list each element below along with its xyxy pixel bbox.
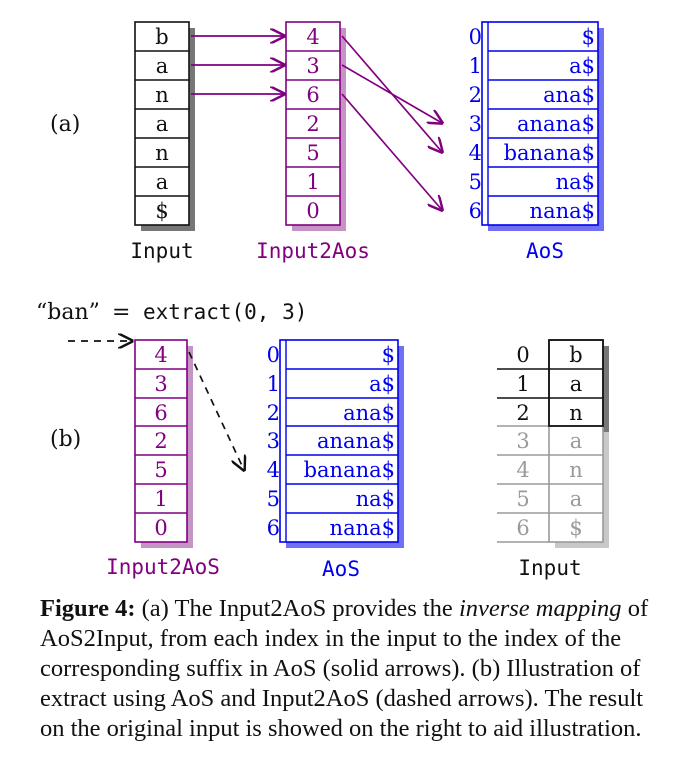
aos-b-index: 5 — [267, 487, 280, 511]
aos-a-caption: AoS — [526, 239, 564, 263]
caption-text-2: of AoS2Input, from each index in the inp… — [40, 595, 649, 742]
arrow-input2aos-to-aos — [341, 64, 442, 123]
aos-b-suffix: a$ — [369, 372, 395, 396]
input-b-index: 4 — [516, 458, 529, 482]
input-table-b-highlight-box — [548, 339, 604, 427]
input2aos-b-cell: 5 — [154, 458, 167, 482]
input-table-a: b a n a n a $ Input — [130, 21, 195, 263]
aos-a-suffix: nana$ — [530, 199, 595, 223]
input-table-b-frame — [548, 339, 604, 543]
input-a-cell: $ — [155, 199, 168, 223]
aos-b-index: 3 — [267, 429, 280, 453]
input-b-cell: n — [569, 458, 583, 482]
input-b-cell: a — [570, 487, 583, 511]
input2aos-b-cell: 3 — [154, 372, 167, 396]
part-a-label: (a) — [50, 112, 80, 137]
input2aos-a-caption: Input2Aos — [256, 239, 370, 263]
aos-b-suffix: anana$ — [317, 429, 395, 453]
aos-b-caption: AoS — [322, 557, 360, 581]
input-a-cell: n — [155, 83, 169, 107]
aos-table-b: 0 1 2 3 4 5 6 $ a$ ana$ anana$ banana$ n… — [267, 339, 404, 581]
aos-b-index: 4 — [267, 458, 280, 482]
aos-b-suffix: nana$ — [330, 516, 395, 540]
aos-table-a: 0 1 2 3 4 5 6 $ a$ ana$ anana$ banana$ n… — [469, 21, 604, 263]
query-string: “ban” — [36, 300, 100, 325]
aos-a-suffix: anana$ — [517, 112, 595, 136]
query-call: extract(0, 3) — [143, 300, 307, 324]
aos-a-index: 5 — [469, 170, 482, 194]
input2aos-a-cell: 2 — [306, 112, 319, 136]
input-b-index: 5 — [516, 487, 529, 511]
aos-a-suffix: a$ — [569, 54, 595, 78]
input-b-cell: a — [570, 429, 583, 453]
aos-a-index: 3 — [469, 112, 482, 136]
input2aos-a-cell: 5 — [306, 141, 319, 165]
input2aos-table-a: 4 3 6 2 5 1 0 Input2Aos — [256, 21, 370, 263]
caption-emphasis: inverse mapping — [458, 595, 622, 622]
arrow-input2aos-to-aos — [341, 93, 442, 210]
input2aos-b-caption: Input2AoS — [106, 555, 220, 579]
input-b-cell: $ — [569, 516, 582, 540]
input-a-caption: Input — [130, 239, 193, 263]
dashed-arrow-input2aos-to-aos — [188, 351, 244, 470]
aos-a-suffix: $ — [582, 25, 595, 49]
input-b-cell: n — [569, 401, 583, 425]
input2aos-a-cell: 4 — [306, 25, 319, 49]
input-a-cell: a — [156, 112, 169, 136]
input2aos-b-cell: 4 — [154, 343, 167, 367]
input2aos-table-b-frame — [134, 339, 188, 543]
input-b-cell: a — [570, 372, 583, 396]
aos-b-suffix: ana$ — [343, 401, 395, 425]
input-b-index: 3 — [516, 429, 529, 453]
aos-a-index: 2 — [469, 83, 482, 107]
input2aos-b-cell: 2 — [154, 429, 167, 453]
input-table-a-frame — [134, 21, 190, 226]
query-equals: = — [112, 300, 130, 325]
aos-b-suffix: na$ — [356, 487, 395, 511]
input-b-cell: b — [569, 343, 582, 367]
aos-b-index: 2 — [267, 401, 280, 425]
figure-caption: Figure 4: (a) The Input2AoS provides the… — [40, 594, 668, 744]
aos-b-index: 1 — [267, 372, 280, 396]
input-b-index: 0 — [516, 343, 529, 367]
aos-a-index: 6 — [469, 199, 482, 223]
input2aos-b-cell: 1 — [154, 487, 167, 511]
input2aos-table-a-frame — [285, 21, 341, 226]
input-b-caption: Input — [518, 556, 581, 580]
input-b-index: 1 — [516, 372, 529, 396]
input-a-cell: a — [156, 54, 169, 78]
input2aos-table-b: 4 3 6 2 5 1 0 Input2AoS — [106, 339, 220, 579]
aos-a-index: 1 — [469, 54, 482, 78]
input2aos-b-cell: 0 — [154, 516, 167, 540]
input-a-cell: b — [155, 25, 168, 49]
aos-b-suffix: banana$ — [304, 458, 395, 482]
aos-table-b-frame — [279, 339, 399, 543]
input2aos-a-cell: 3 — [306, 54, 319, 78]
aos-b-index: 0 — [267, 343, 280, 367]
figure-diagram: (a) b a n a n a $ Input — [36, 21, 609, 581]
caption-text-1: (a) The Input2AoS provides the — [135, 595, 459, 622]
aos-b-index: 6 — [267, 516, 280, 540]
caption-label: Figure 4: — [40, 595, 136, 622]
aos-table-a-frame — [481, 21, 599, 226]
extract-query: “ban” = extract(0, 3) — [36, 300, 307, 325]
input-a-cell: n — [155, 141, 169, 165]
aos-a-suffix: na$ — [556, 170, 595, 194]
input2aos-a-cell: 6 — [306, 83, 319, 107]
aos-a-index: 0 — [469, 25, 482, 49]
input2aos-b-cell: 6 — [154, 401, 167, 425]
part-b-label: (b) — [50, 427, 81, 452]
aos-b-suffix: $ — [382, 343, 395, 367]
aos-a-index: 4 — [469, 141, 482, 165]
input2aos-a-cell: 0 — [306, 199, 319, 223]
aos-a-suffix: banana$ — [504, 141, 595, 165]
input-b-index: 2 — [516, 401, 529, 425]
aos-a-suffix: ana$ — [543, 83, 595, 107]
input2aos-a-cell: 1 — [306, 170, 319, 194]
input-b-index: 6 — [516, 516, 529, 540]
input-table-b: 0 1 2 3 4 5 6 b a n a n a $ Input — [497, 339, 609, 580]
input-a-cell: a — [156, 170, 169, 194]
